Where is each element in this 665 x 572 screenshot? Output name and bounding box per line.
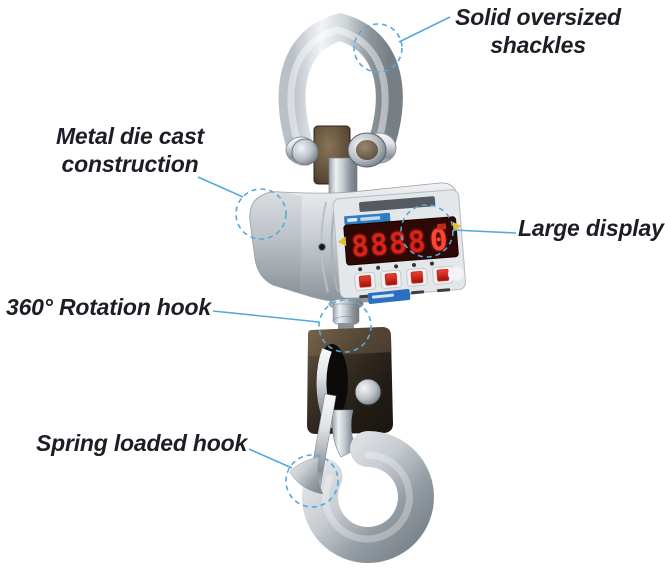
clevis-pin-mount xyxy=(291,125,387,195)
label-360-rotation-hook: 360° Rotation hook xyxy=(6,294,211,320)
marker-arrow-left xyxy=(337,236,347,247)
marker-arrow-right xyxy=(452,221,462,232)
keypad xyxy=(354,265,464,299)
label-solid-oversized-shackles: Solid oversized shackles xyxy=(455,4,621,59)
hook-highlight xyxy=(321,451,413,543)
callout-circle-rotation xyxy=(318,299,372,353)
brand-logo-mark2 xyxy=(360,216,381,221)
hook-tip xyxy=(289,456,324,495)
leader-line-spring xyxy=(248,448,293,469)
label-spring-loaded-hook: Spring loaded hook xyxy=(36,430,248,456)
body-left-shade xyxy=(249,191,302,293)
label-metal-die-cast-construction: Metal die cast construction xyxy=(55,123,205,178)
scale-button-3 xyxy=(410,270,424,284)
indicator-dots xyxy=(358,261,434,272)
label-large-display: Large display xyxy=(518,215,664,241)
scale-button-1 xyxy=(358,275,372,288)
shackle-bow xyxy=(278,12,403,166)
callout-circle-display xyxy=(400,204,454,258)
callout-circle-spring xyxy=(285,454,339,508)
led-glow: 88880 xyxy=(350,222,450,264)
housing-top-sheen xyxy=(308,327,392,356)
scale-button-2 xyxy=(384,273,398,286)
hook xyxy=(289,393,434,563)
leader-line-die-cast xyxy=(197,176,244,198)
housing-bolt xyxy=(354,378,382,406)
serial-sticker-text xyxy=(371,293,394,299)
clevis-pin-center xyxy=(356,140,378,160)
max-indicator-lamp xyxy=(436,223,447,230)
rotation-swivel xyxy=(328,298,364,332)
body-screw xyxy=(318,243,326,251)
clevis-bolt-left xyxy=(291,138,319,166)
leader-line-shackles xyxy=(398,16,451,43)
leader-line-display xyxy=(452,229,517,234)
brand-logo-mark xyxy=(347,217,358,222)
flash-reflection xyxy=(447,266,464,281)
hook-bowl xyxy=(302,431,434,563)
load-cell-neck xyxy=(328,157,358,195)
callouts xyxy=(235,23,454,508)
display-panel: 88880 88880 xyxy=(332,189,467,299)
leader-line-rotation xyxy=(212,310,320,323)
shackle-highlight xyxy=(287,26,389,154)
callout-circle-die-cast xyxy=(235,188,287,240)
capacity-label-strip xyxy=(359,196,436,212)
led-display: 88880 xyxy=(350,222,450,264)
scale-button-4 xyxy=(436,268,450,282)
callout-circle-shackles xyxy=(353,23,403,73)
leader-lines xyxy=(197,16,517,469)
